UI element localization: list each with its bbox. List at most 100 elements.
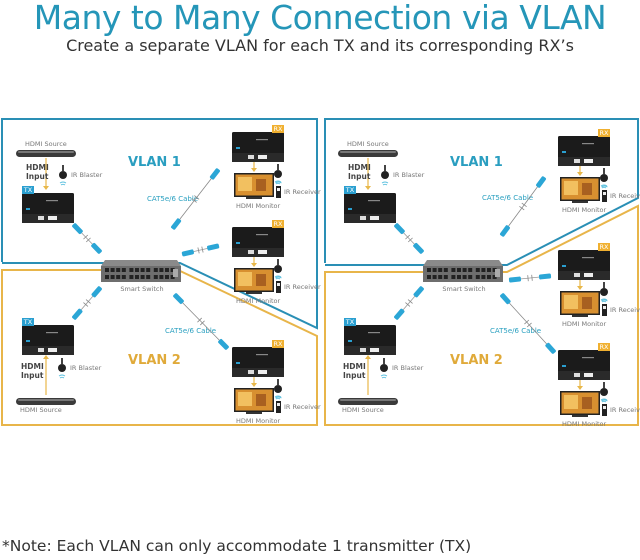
hdmi-port-icon xyxy=(258,155,267,159)
switch-port-icon xyxy=(105,268,109,272)
ir-signal-icon xyxy=(601,399,608,402)
rj45-connector-icon xyxy=(413,242,424,254)
ir-receiver-label: IR Receiver xyxy=(610,406,640,414)
footnote: *Note: Each VLAN can only accommodate 1 … xyxy=(2,537,472,555)
tx-badge-label: TX xyxy=(23,186,33,194)
ir-blaster xyxy=(600,282,608,303)
switch-port-icon xyxy=(146,275,151,279)
switch-port-icon xyxy=(116,275,121,279)
switch-port-icon xyxy=(165,275,169,279)
switch-port-icon xyxy=(146,268,151,272)
ir-receiver xyxy=(601,299,608,316)
rj45-port-icon xyxy=(574,373,580,377)
tx-badge-label: TX xyxy=(345,186,355,194)
monitor-stand xyxy=(572,201,588,203)
ir-signal-icon xyxy=(380,374,388,379)
hdmi-input-label: HDMI xyxy=(343,362,366,371)
tx-badge-label: TX xyxy=(23,318,33,326)
rj45-connector-icon xyxy=(499,225,510,237)
rj45-connector-icon xyxy=(181,249,194,257)
rj45-connector-icon xyxy=(500,293,511,305)
ir-signal-icon xyxy=(59,181,67,186)
switch-port-icon xyxy=(121,268,126,272)
ir-blaster xyxy=(59,165,67,186)
hdmi-port-icon xyxy=(48,348,57,352)
rx-badge xyxy=(272,125,284,133)
switch-port-icon xyxy=(487,275,491,279)
hdmi-monitor xyxy=(234,388,274,414)
rx-badge-label: RX xyxy=(600,243,610,251)
ir-receiver xyxy=(275,181,282,198)
hdmi-input-label: HDMI xyxy=(21,362,44,371)
hdmi-input-label: Input xyxy=(348,172,371,181)
hdmi-input-label: Input xyxy=(26,172,49,181)
hdmi-arrow xyxy=(577,280,583,290)
rx-badge-label: RX xyxy=(600,129,610,137)
hdmi-port-icon xyxy=(370,348,379,352)
rj45-connector-icon xyxy=(394,308,405,320)
tx-badge xyxy=(22,318,34,326)
ir-signal-icon xyxy=(275,396,282,399)
transmitter: TX xyxy=(22,318,74,355)
ir-signal-icon xyxy=(275,276,282,279)
ir-blaster xyxy=(274,379,282,400)
rj45-port-icon xyxy=(38,348,44,352)
ir-blaster-label: IR Blaster xyxy=(70,364,102,372)
hdmi-source-label: HDMI Source xyxy=(20,406,62,414)
ir-receiver xyxy=(275,396,282,413)
rj45-connector-icon xyxy=(394,223,405,235)
cable-label: CAT5e/6 Cable xyxy=(482,194,533,202)
switch-port-icon xyxy=(427,268,431,272)
switch-port-icon xyxy=(462,275,467,279)
hdmi-monitor-label: HDMI Monitor xyxy=(562,420,607,428)
switch-port-icon xyxy=(110,275,115,279)
hdmi-source xyxy=(16,398,76,405)
rx-badge xyxy=(272,340,284,348)
hdmi-source xyxy=(338,398,398,405)
hdmi-monitor-label: HDMI Monitor xyxy=(562,320,607,328)
switch-port-icon xyxy=(468,275,473,279)
monitor-stand xyxy=(572,415,588,417)
rj45-connector-icon xyxy=(536,176,547,188)
rj45-connector-icon xyxy=(207,243,220,251)
smart-switch-label: Smart Switch xyxy=(120,285,163,293)
cat5e-cable xyxy=(171,168,220,230)
ir-receiver xyxy=(601,399,608,416)
rx-badge-label: RX xyxy=(274,220,284,228)
transmitter: TX xyxy=(22,186,74,223)
cable-break-icon xyxy=(405,234,413,243)
cable-break-icon xyxy=(519,202,527,211)
switch-port-icon xyxy=(116,268,121,272)
hdmi-monitor-label: HDMI Monitor xyxy=(562,206,607,214)
hdmi-source-label: HDMI Source xyxy=(347,140,389,148)
rj45-connector-icon xyxy=(173,293,184,304)
ir-signal-icon xyxy=(600,184,608,189)
receiver: RX xyxy=(558,129,610,166)
cable-break-icon xyxy=(524,319,532,328)
hdmi-port-icon xyxy=(258,370,267,374)
ir-signal-icon xyxy=(601,299,608,302)
switch-port-icon xyxy=(492,275,497,279)
receiver: RX xyxy=(558,243,610,280)
hdmi-arrow xyxy=(251,257,257,267)
monitor-stand xyxy=(246,412,262,414)
rj45-connector-icon xyxy=(72,223,83,235)
rj45-port-icon xyxy=(248,155,254,159)
ir-signal-icon xyxy=(274,395,282,400)
cable-break-icon xyxy=(191,195,200,203)
cat5e-cable xyxy=(72,223,102,254)
rj45-port-icon xyxy=(248,370,254,374)
hdmi-arrow xyxy=(43,355,49,395)
rx-badge xyxy=(598,129,610,137)
cable-break-icon xyxy=(197,246,204,254)
hdmi-port-icon xyxy=(584,273,593,277)
rj45-connector-icon xyxy=(91,242,102,254)
rj45-port-icon xyxy=(248,250,254,254)
switch-port-icon xyxy=(153,275,158,279)
switch-port-icon xyxy=(135,275,139,279)
